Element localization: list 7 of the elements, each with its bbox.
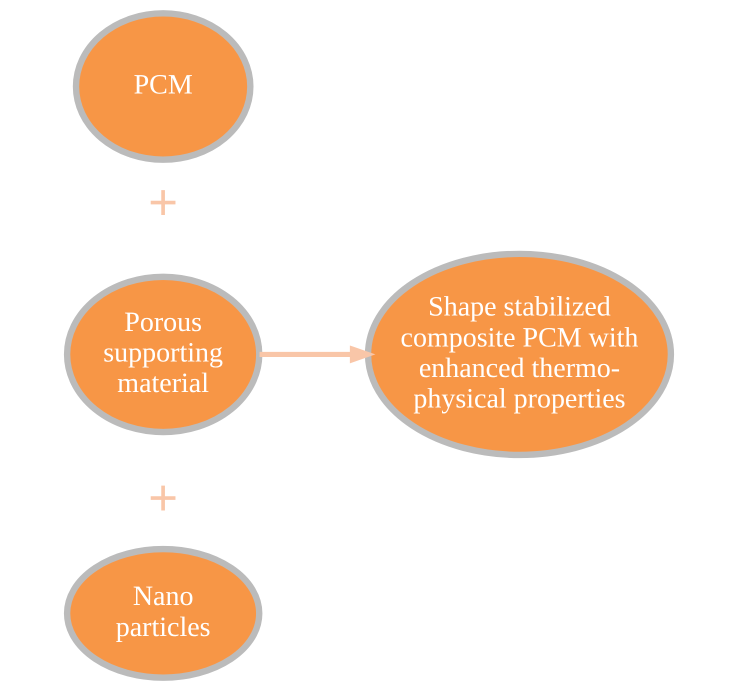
node-ellipse: Porous supporting material (63, 274, 262, 436)
node-ellipse: PCM (72, 10, 254, 163)
label: + (148, 174, 178, 231)
label: + (148, 468, 178, 526)
arrow (259, 345, 375, 364)
node-ellipse: Shape stabilized composite PCM with enhanced thermo-physical properties (364, 250, 674, 458)
node-ellipse: Nano particles (63, 546, 262, 681)
